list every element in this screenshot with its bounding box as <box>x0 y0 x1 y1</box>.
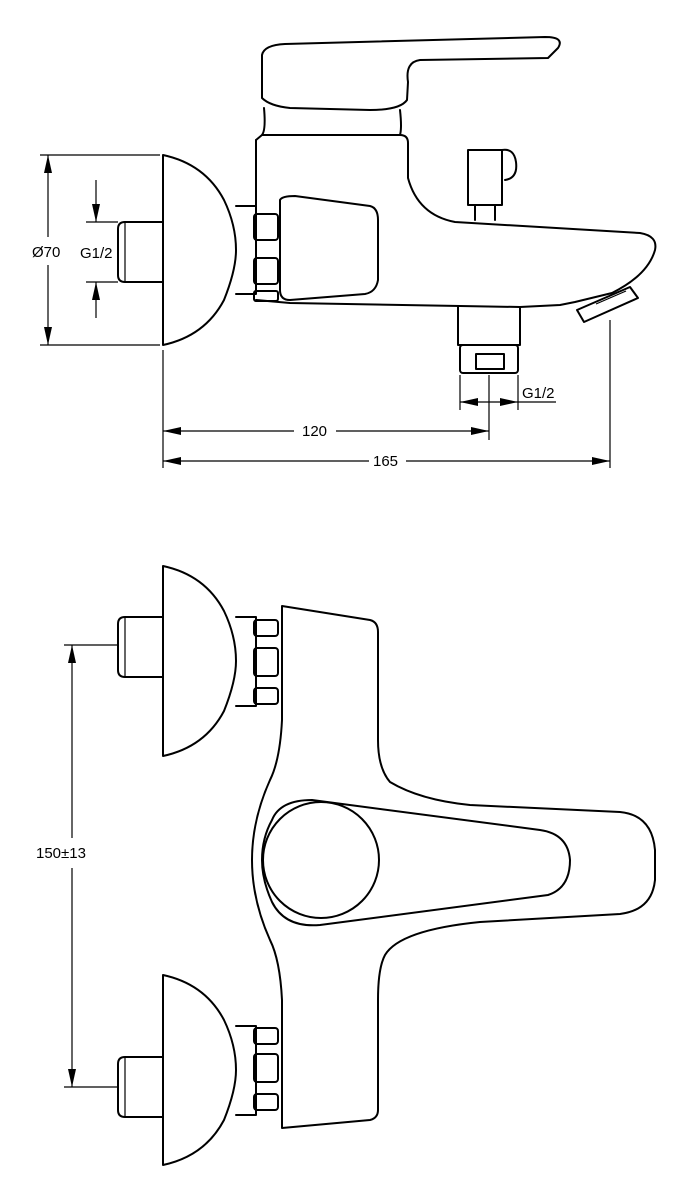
side-connector <box>235 205 257 295</box>
side-body <box>255 134 657 308</box>
dim-inlet-thread-label: G1/2 <box>80 245 113 262</box>
side-cover <box>279 195 379 301</box>
side-outlet <box>457 306 521 346</box>
dim-diameter-label: Ø70 <box>32 244 60 261</box>
top-body <box>251 605 656 1129</box>
top-cartridge-ring <box>262 801 380 919</box>
top-rosette-lower <box>162 974 237 1166</box>
side-rosette <box>162 154 237 346</box>
dim-120-label: 120 <box>302 423 327 440</box>
side-lever <box>261 36 561 111</box>
top-rosette-upper <box>162 565 237 757</box>
dim-150-label: 150±13 <box>36 845 86 862</box>
top-view: 150±13 <box>30 565 656 1166</box>
side-diverter <box>467 149 503 206</box>
dim-165-label: 165 <box>373 453 398 470</box>
side-aerator <box>576 286 639 323</box>
top-lever <box>261 799 571 927</box>
side-view: Ø70 G1/2 G1/2 120 165 <box>28 36 657 470</box>
side-inlet-stub <box>117 221 164 283</box>
dim-outlet-thread-label: G1/2 <box>522 385 555 402</box>
